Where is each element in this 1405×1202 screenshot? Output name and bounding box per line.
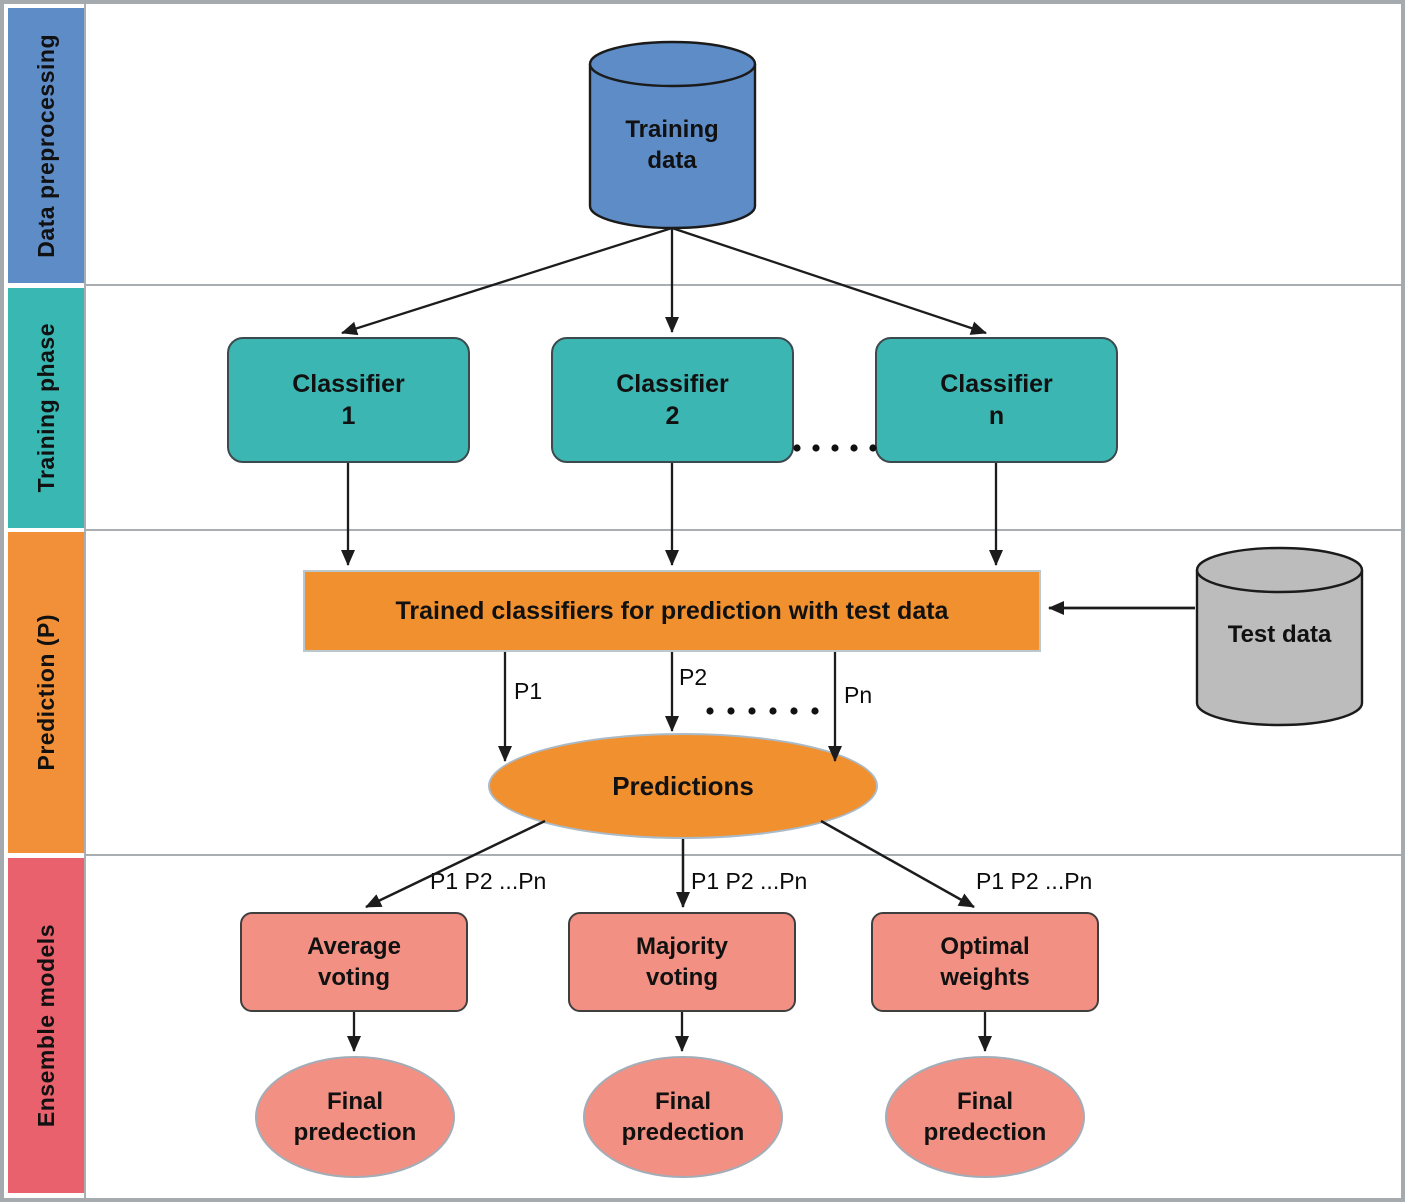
- classifier-2-box: Classifier 2: [551, 337, 794, 463]
- row-divider-1: [84, 284, 1405, 286]
- ensemble-arrow-label-3: P1 P2 ...Pn: [976, 868, 1093, 894]
- test-data-label: Test data: [1202, 610, 1357, 660]
- optimal-weights-line2: weights: [940, 964, 1030, 991]
- training-data-label: Training data: [612, 100, 732, 190]
- training-data-text: Training data: [625, 115, 719, 174]
- row-divider-2: [84, 529, 1405, 531]
- prediction-ellipsis-dots: [706, 707, 819, 715]
- sidebar-divider: [84, 0, 86, 1202]
- pn-arrow-label: Pn: [844, 682, 873, 708]
- ensemble-arrow-label-2: P1 P2 ...Pn: [691, 868, 808, 894]
- trained-classifiers-bar-label: Trained classifiers for prediction with …: [395, 596, 949, 625]
- final-prediction-ellipse-3: Final predection: [885, 1056, 1085, 1178]
- trained-classifiers-bar: Trained classifiers for prediction with …: [303, 570, 1041, 652]
- sidebar-band-prediction: Prediction (P): [8, 532, 84, 853]
- predictions-label: Predictions: [612, 770, 754, 801]
- row-divider-3: [84, 854, 1405, 856]
- training-arrows: [341, 226, 987, 336]
- sidebar-label-prediction: Prediction (P): [32, 614, 59, 771]
- p2-arrow-label: P2: [679, 664, 708, 690]
- average-voting-line1: Average: [307, 932, 401, 960]
- majority-voting-line1: Majority: [635, 932, 728, 960]
- majority-voting-line2: voting: [645, 964, 718, 991]
- classifier-1-index: 1: [341, 402, 356, 430]
- sidebar-band-training-phase: Training phase: [8, 288, 84, 528]
- classifier-n-box: Classifier n: [875, 337, 1118, 463]
- sidebar-label-training-phase: Training phase: [32, 323, 59, 493]
- classifier-1-box: Classifier 1: [227, 337, 470, 463]
- classifier-ellipsis-dots: [793, 444, 877, 452]
- ensemble-arrow-label-1: P1 P2 ...Pn: [430, 868, 547, 894]
- p1-arrow-label: P1: [514, 678, 543, 704]
- optimal-weights-line1: Optimal: [940, 932, 1030, 960]
- final-prediction-ellipse-2: Final predection: [583, 1056, 783, 1178]
- predictions-ellipse: Predictions: [488, 733, 878, 839]
- final-2-line2: predection: [621, 1119, 745, 1146]
- final-1-line1: Final: [326, 1087, 383, 1115]
- majority-voting-box: Majority voting: [568, 912, 796, 1012]
- final-3-line1: Final: [956, 1087, 1013, 1115]
- final-2-line1: Final: [654, 1087, 711, 1115]
- test-data-text: Test data: [1227, 621, 1332, 649]
- classifier-1-label: Classifier: [292, 369, 405, 398]
- classifier-n-index: n: [988, 402, 1005, 430]
- sidebar-label-data-preprocessing: Data preprocessing: [32, 33, 59, 258]
- final-1-line2: predection: [293, 1119, 417, 1146]
- average-voting-box: Average voting: [240, 912, 468, 1012]
- sidebar-band-data-preprocessing: Data preprocessing: [8, 8, 84, 283]
- optimal-weights-box: Optimal weights: [871, 912, 1099, 1012]
- sidebar-label-ensemble-models: Ensemble models: [32, 923, 59, 1128]
- sidebar-band-ensemble-models: Ensemble models: [8, 858, 84, 1193]
- classifier-n-label: Classifier: [940, 369, 1053, 398]
- final-prediction-ellipse-1: Final predection: [255, 1056, 455, 1178]
- methods-to-final-arrows: [347, 1012, 992, 1052]
- classifier-2-index: 2: [665, 402, 680, 430]
- classifier-to-bar-arrows: [341, 463, 1003, 566]
- classifier-2-label: Classifier: [616, 369, 729, 398]
- average-voting-line2: voting: [318, 964, 390, 991]
- final-3-line2: predection: [923, 1119, 1047, 1146]
